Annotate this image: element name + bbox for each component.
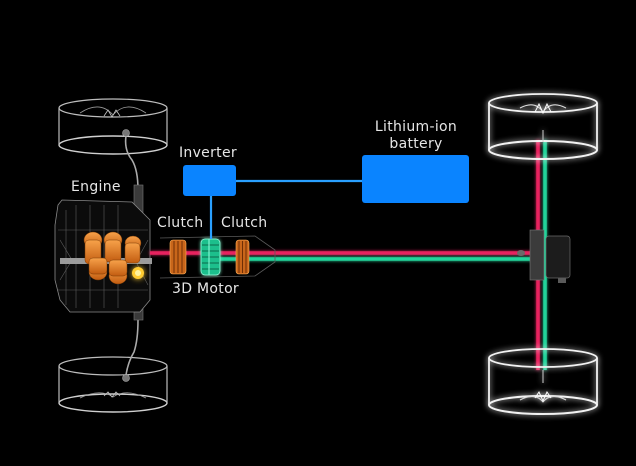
battery-label: Lithium-ion battery: [366, 119, 466, 153]
battery-label-line2: battery: [389, 136, 443, 152]
battery-box: [362, 155, 469, 203]
clutch-right: [235, 239, 250, 275]
engine-label: Engine: [71, 179, 121, 195]
rear-top-wheel: [488, 93, 598, 160]
clutch-left: [169, 239, 187, 275]
clutch-right-label: Clutch: [221, 215, 268, 231]
inverter-box: [183, 165, 236, 196]
front-top-wheel: [58, 98, 168, 191]
transmission-housing: [159, 235, 276, 279]
electric-wiring: [209, 179, 362, 239]
inverter-label: Inverter: [179, 145, 237, 161]
battery-label-line1: Lithium-ion: [374, 119, 458, 135]
motor-label: 3D Motor: [172, 281, 239, 297]
clutch-left-label: Clutch: [157, 215, 204, 231]
rear-bottom-wheel: [488, 348, 598, 415]
motor-power-shaft: [215, 140, 547, 370]
front-bottom-wheel: [58, 319, 168, 413]
engine-pistons: [83, 231, 142, 285]
motor: [200, 238, 221, 276]
engine: [54, 199, 152, 313]
rear-differential: [517, 229, 571, 283]
